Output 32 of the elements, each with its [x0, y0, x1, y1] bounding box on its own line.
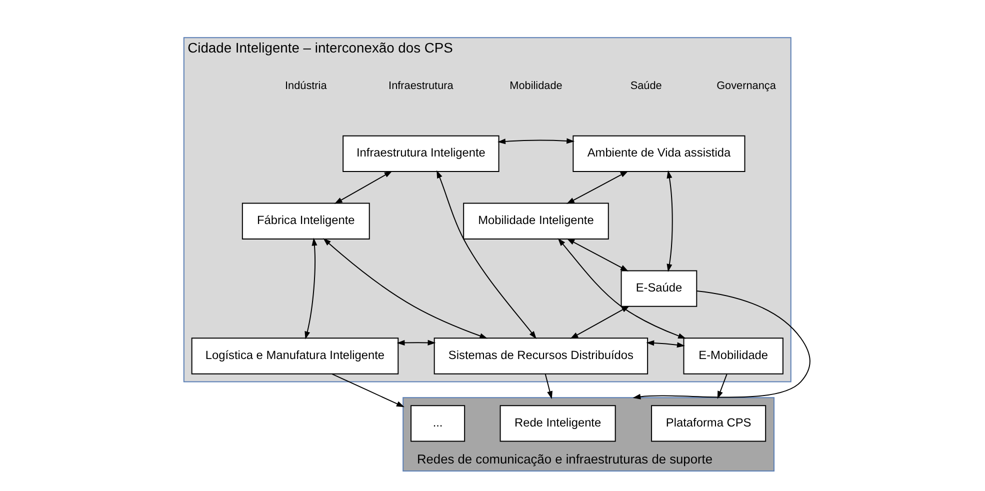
arrow — [646, 340, 684, 348]
arrow — [566, 238, 628, 272]
label: Governança — [716, 80, 776, 92]
arrow — [322, 238, 488, 339]
label: Indústria — [284, 80, 326, 92]
node-box: Sistemas de Recursos Distribuídos — [433, 338, 648, 374]
arrow — [632, 290, 810, 400]
arrow — [334, 170, 392, 204]
node-box: Fábrica Inteligente — [241, 202, 370, 240]
arrow — [436, 170, 536, 339]
node-box: Mobilidade Inteligente — [462, 202, 608, 240]
node-box: Logística e Manufatura Inteligente — [190, 338, 398, 374]
arrow — [331, 374, 404, 408]
arrow — [497, 138, 574, 144]
label: Mobilidade — [509, 80, 562, 92]
arrow — [566, 171, 628, 204]
node-box: E-Saúde — [620, 270, 697, 307]
label: Saúde — [630, 80, 662, 92]
arrow — [570, 306, 630, 339]
node-box: Ambiente de Vida assistida — [572, 135, 745, 172]
node-box: Infraestrutura Inteligente — [342, 135, 499, 172]
arrow — [544, 374, 552, 400]
node-box: Plataforma CPS — [650, 405, 766, 442]
node-box: ... — [410, 405, 465, 442]
label: Infraestrutura — [388, 80, 453, 92]
node-box: Rede Inteligente — [499, 405, 616, 442]
arrow — [304, 238, 317, 340]
node-box: E-Mobilidade — [682, 338, 783, 374]
arrow — [666, 170, 672, 272]
arrow — [716, 374, 727, 400]
arrow — [557, 238, 686, 339]
arrow — [396, 340, 436, 346]
